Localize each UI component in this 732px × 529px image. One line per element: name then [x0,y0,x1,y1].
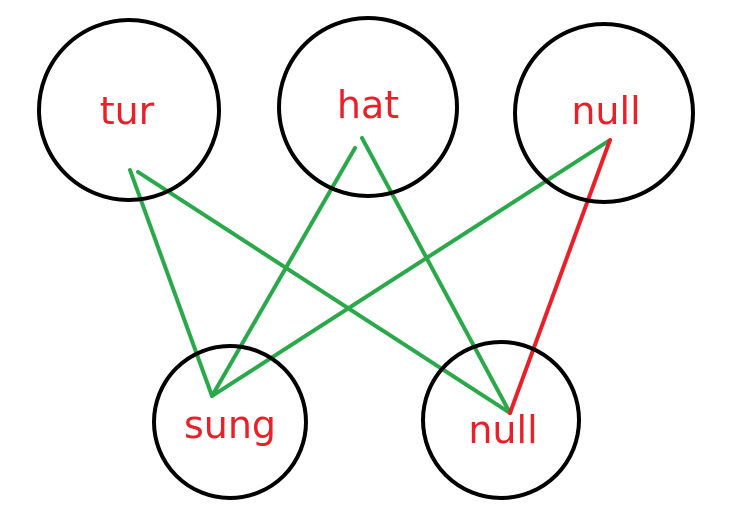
node-sung: sung [152,344,308,500]
node-label-null-bottom: null [468,408,537,452]
edge-null-top-to-sung [210,138,612,398]
edge-tur-to-null-bottom [136,170,512,415]
nodes: tur hat null sung null [37,16,695,500]
node-hat: hat [277,16,459,198]
node-label-null-top: null [571,89,640,133]
edge-hat-to-sung [210,146,357,398]
edge-null-top-to-null-bottom [508,138,612,415]
node-null-top: null [513,22,695,204]
node-null-bottom: null [421,340,581,500]
edge-hat-to-null-bottom [360,136,512,415]
node-label-hat: hat [337,83,399,127]
edge-tur-to-sung [128,168,214,398]
edges [128,136,612,415]
node-label-sung: sung [184,403,276,447]
node-tur: tur [37,18,221,202]
node-label-tur: tur [100,89,155,133]
